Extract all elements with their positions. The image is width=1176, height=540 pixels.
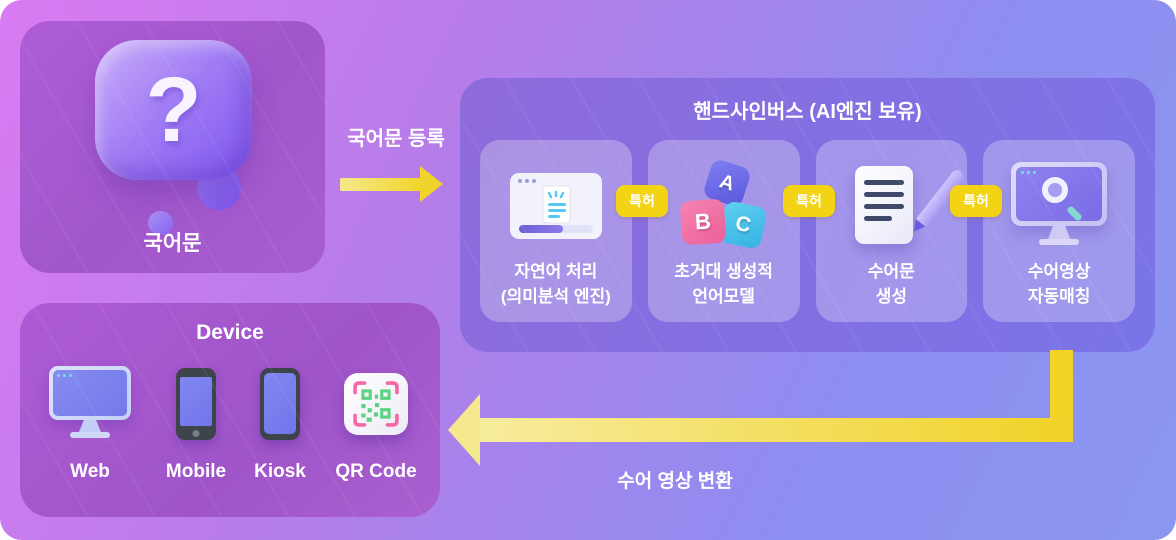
card-label-line1: 초거대 생성적: [674, 262, 773, 281]
device-label: Kiosk: [254, 461, 306, 482]
magnifier-glass: [1042, 177, 1069, 203]
korean-sentence-label: 국어문: [143, 232, 202, 255]
question-mark-glyph: ?: [145, 59, 202, 161]
card-llm: A B C 초거대 생성적 언어모델: [647, 140, 800, 322]
mobile-phone-icon: [176, 363, 216, 445]
card-label-line2: (의미분석 엔진): [500, 286, 611, 306]
qr-code-icon: [344, 363, 408, 445]
card-video-matching: 수어영상 자동매칭: [983, 140, 1135, 322]
patent-badge: 특허: [950, 185, 1002, 217]
card-label: 자연어 처리 (의미분석 엔진): [501, 260, 611, 309]
abc-blocks-icon: A B C: [679, 157, 768, 252]
patent-badge: 특허: [616, 185, 668, 217]
question-mark-bubble-icon: ?: [95, 40, 255, 240]
engine-cards-row: 자연어 처리 (의미분석 엔진) A B C 초거대 생성적 언어모델: [480, 140, 1135, 322]
kiosk-icon: [260, 363, 300, 445]
card-label-line1: 수어영상: [1027, 262, 1091, 281]
monitor-search-icon: [1011, 160, 1108, 252]
card-label-line2: 언어모델: [692, 286, 755, 306]
web-monitor-icon: [48, 363, 132, 445]
card-label-line1: 자연어 처리: [514, 262, 598, 281]
device-kiosk: Kiosk: [235, 363, 325, 483]
card-nlp: 자연어 처리 (의미분석 엔진): [480, 140, 632, 322]
card-label-line2: 생성: [875, 286, 907, 306]
device-label: Web: [70, 461, 110, 482]
device-qr-code: QR Code: [331, 363, 421, 483]
device-label: QR Code: [335, 461, 417, 482]
card-label: 초거대 생성적 언어모델: [674, 260, 773, 309]
browser-document-icon: [509, 160, 602, 252]
bubble-body: ?: [95, 40, 252, 180]
card-label: 수어문 생성: [868, 260, 915, 309]
device-label: Mobile: [165, 461, 227, 482]
device-box: Device Web Mobile: [20, 303, 440, 517]
conversion-arrow-head: [448, 394, 480, 466]
document-pencil-icon: [845, 160, 967, 252]
patent-badge: 특허: [783, 185, 835, 217]
register-arrow-label: 국어문 등록: [347, 128, 445, 150]
register-arrow-head: [420, 166, 443, 202]
register-arrow-shaft: [340, 178, 421, 191]
korean-sentence-box: ? 국어문: [20, 21, 325, 273]
magnifier-handle: [1066, 205, 1084, 222]
conversion-arrow-shaft: [478, 418, 1073, 442]
card-label-line2: 자동매칭: [1027, 286, 1091, 306]
bubble-dot: [148, 211, 173, 235]
device-mobile: Mobile: [151, 363, 241, 483]
handsignverse-panel: 핸드사인버스 (AI엔진 보유) 특허 특허 특허: [460, 78, 1155, 352]
card-label: 수어영상 자동매칭: [1028, 260, 1091, 309]
document-sheet: [855, 166, 914, 244]
device-box-title: Device: [196, 321, 264, 344]
panel-title: 핸드사인버스 (AI엔진 보유): [693, 101, 922, 123]
card-sign-sentence: 수어문 생성: [815, 140, 968, 322]
block-b: B: [679, 198, 727, 246]
card-label-line1: 수어문: [867, 262, 915, 281]
conversion-arrow-label: 수어 영상 변환: [617, 471, 733, 492]
device-web: Web: [45, 363, 135, 483]
